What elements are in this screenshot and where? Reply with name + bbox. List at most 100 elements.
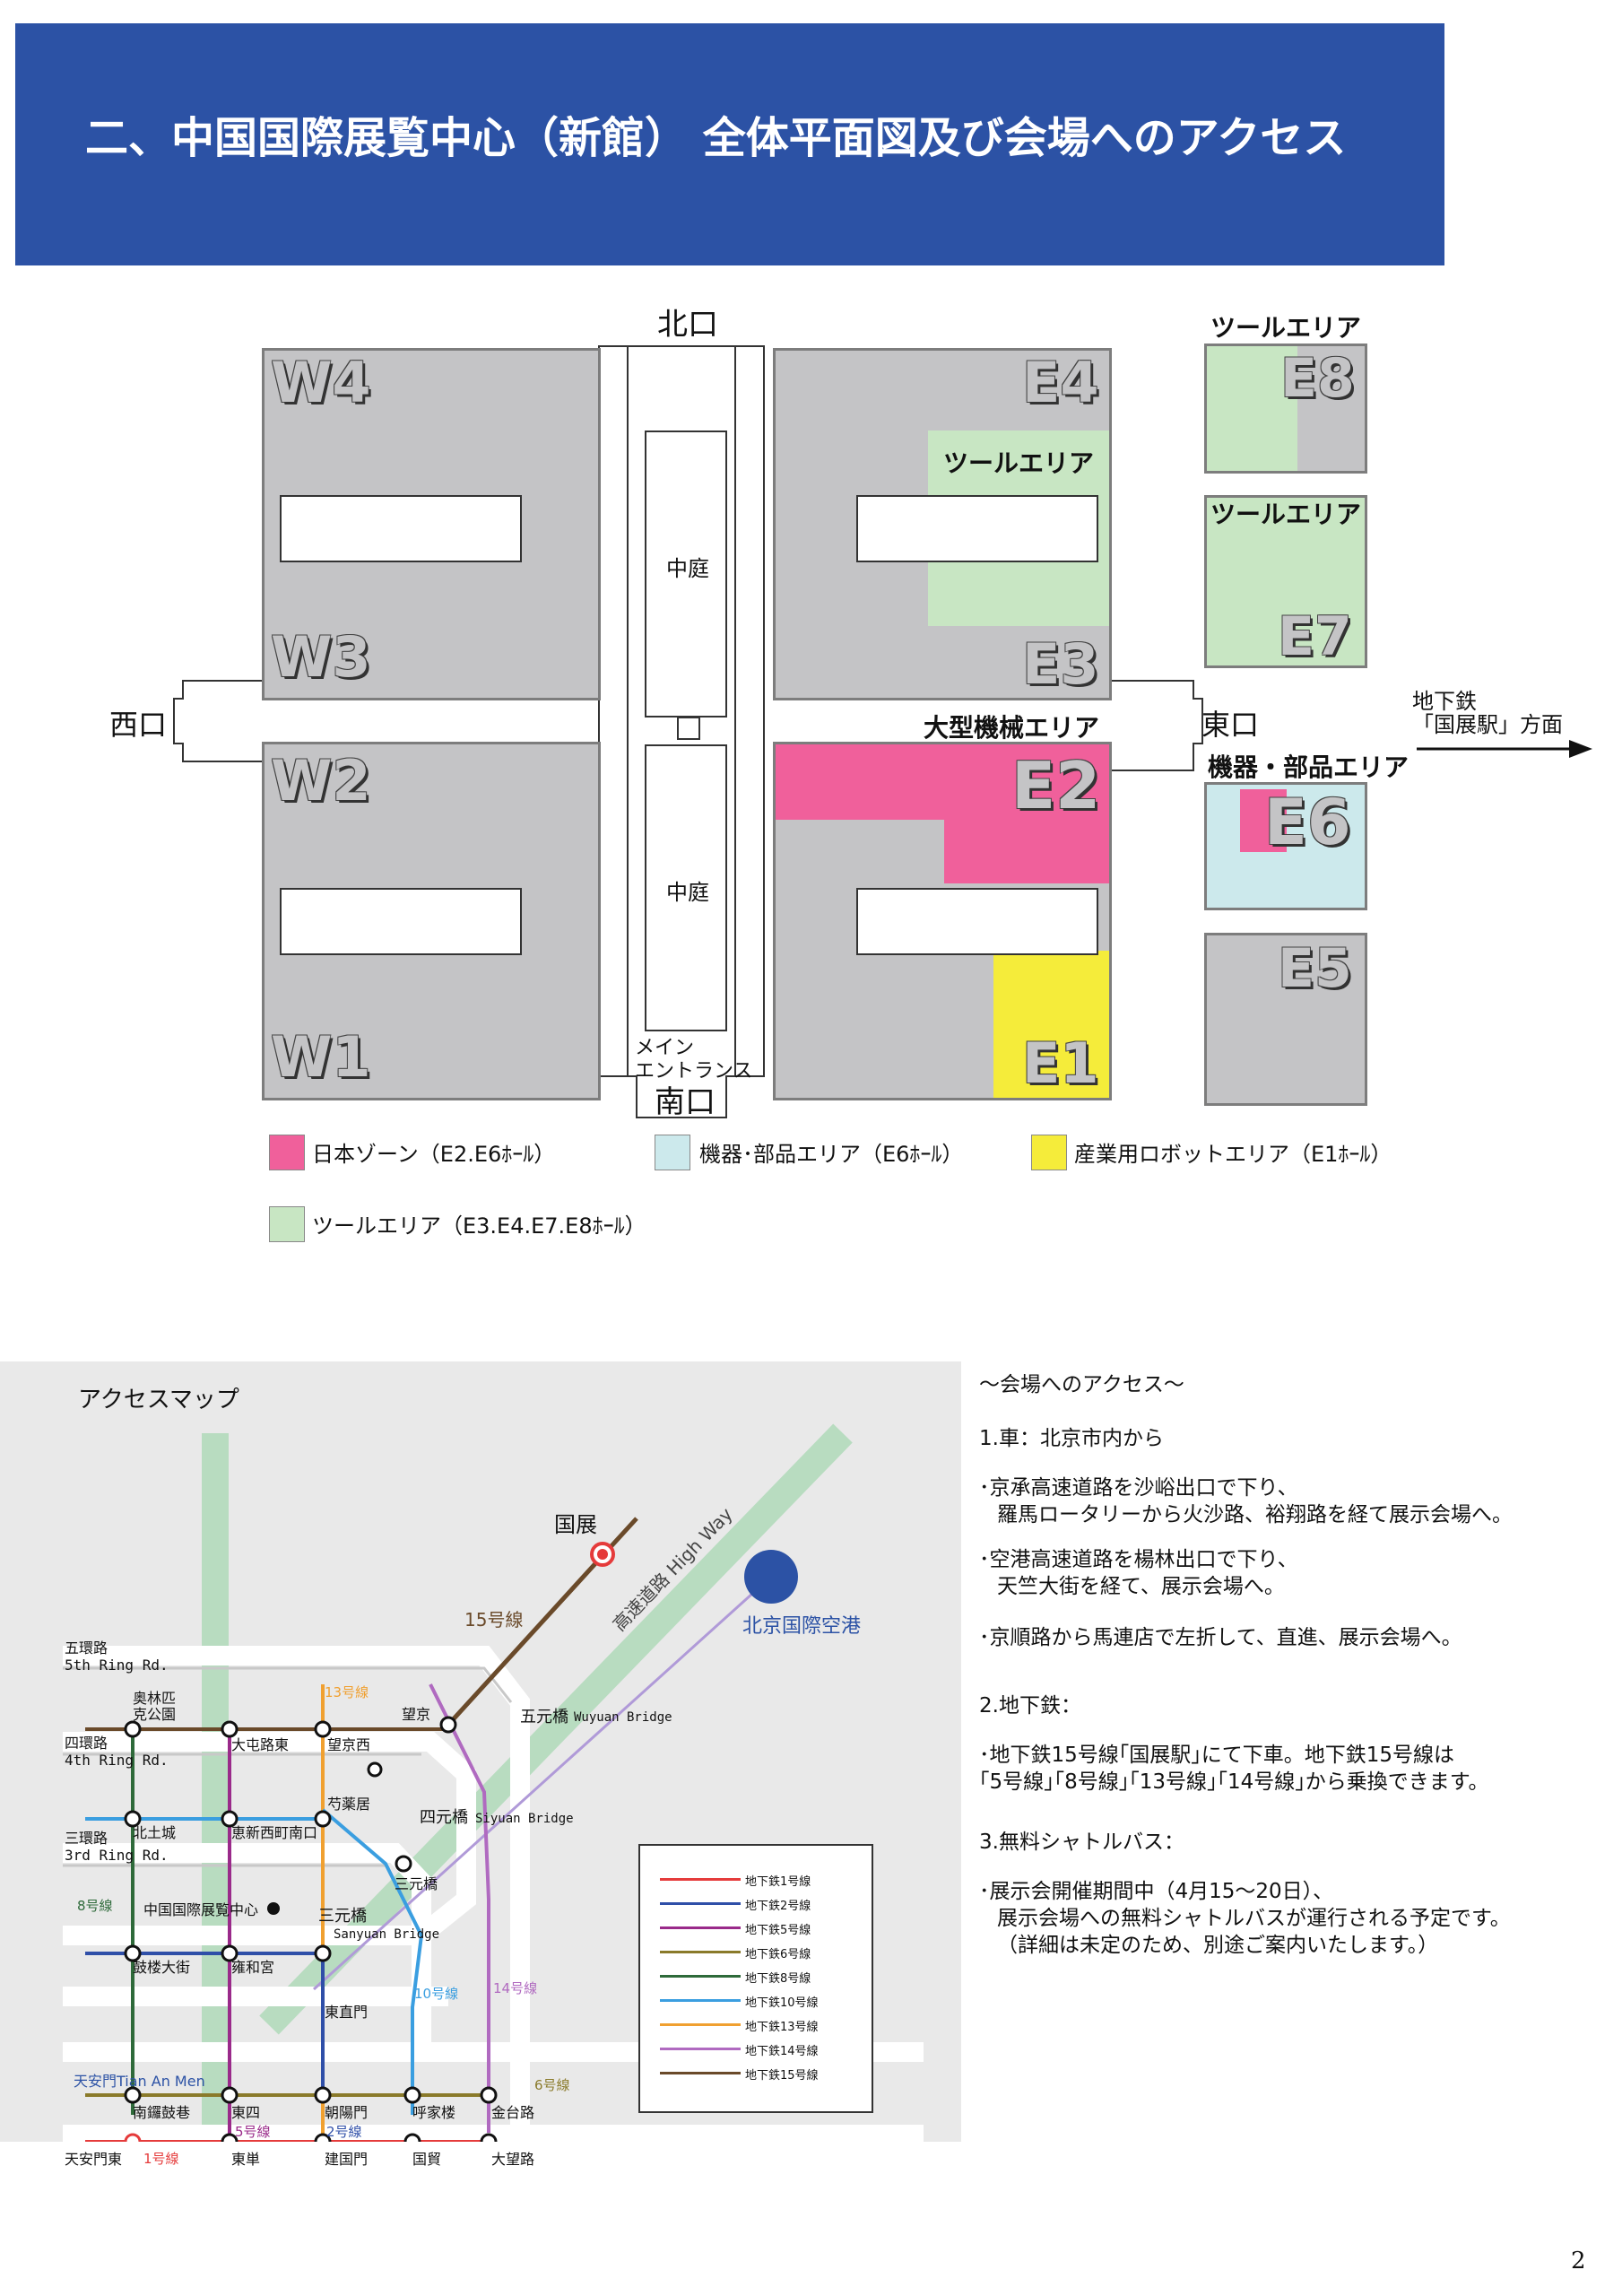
car-route-3: ･京順路から馬連店で左折して、直進、展示会場へ。 bbox=[979, 1626, 1462, 1649]
west-entrance-corridor bbox=[173, 680, 264, 762]
line-label-10: 10号線 bbox=[414, 1986, 459, 2002]
line-legend-row: 地下鉄15号線 bbox=[660, 2065, 857, 2083]
line-label-6: 6号線 bbox=[534, 2077, 570, 2093]
page-number: 2 bbox=[1571, 2248, 1586, 2274]
subway-line-legend: 地下鉄1号線地下鉄2号線地下鉄5号線地下鉄6号線地下鉄8号線地下鉄10号線地下鉄… bbox=[638, 1844, 873, 2113]
line-label-2: 2号線 bbox=[326, 2124, 362, 2140]
place-dongzhimen: 東直門 bbox=[325, 2004, 369, 2021]
hall-label-e1: E1 bbox=[1022, 1031, 1099, 1096]
place-siyuan: 四元橋 bbox=[420, 1808, 468, 1827]
line-legend-swatch bbox=[660, 2048, 741, 2050]
hall-w-south-void bbox=[280, 888, 522, 955]
south-entrance-label: 南口 bbox=[655, 1084, 716, 1120]
legend: 日本ゾーン（E2.E6ﾎｰﾙ） 機器･部品エリア（E6ﾎｰﾙ） 産業用ロボットエ… bbox=[0, 1126, 1622, 1251]
place-dongsi: 東四 bbox=[231, 2104, 261, 2121]
legend-swatch-japan bbox=[269, 1135, 305, 1170]
car-heading: 1.車：北京市内から bbox=[979, 1427, 1164, 1450]
legend-swatch-parts bbox=[655, 1135, 690, 1170]
bus-text-3: （詳細は未定のため、別途ご案内いたします。） bbox=[997, 1934, 1439, 1957]
subway-direction-label-1: 地下鉄 bbox=[1412, 689, 1477, 714]
line-label-15: 15号線 bbox=[464, 1609, 524, 1631]
line-legend-row: 地下鉄8号線 bbox=[660, 1968, 857, 1986]
line-label-5: 5号線 bbox=[235, 2124, 271, 2140]
legend-label-robot: 産業用ロボットエリア（E1ﾎｰﾙ） bbox=[1074, 1142, 1392, 1167]
access-info: ～会場へのアクセス～ 1.車：北京市内から ･京承高速道路を沙峪出口で下り、 羅… bbox=[979, 1372, 1607, 2000]
hall-label-w1: W1 bbox=[271, 1024, 371, 1090]
hall-e-south-void bbox=[856, 888, 1098, 955]
line-legend-label: 地下鉄5号線 bbox=[745, 1924, 811, 1937]
line-label-13: 13号線 bbox=[325, 1684, 369, 1700]
place-tiananmendong: 天安門東 bbox=[65, 2151, 123, 2168]
line-legend-label: 地下鉄15号線 bbox=[745, 2069, 819, 2083]
place-dongdan: 東単 bbox=[231, 2151, 261, 2168]
place-gulou: 鼓楼大街 bbox=[133, 1959, 191, 1976]
hall-label-e3: E3 bbox=[1022, 631, 1099, 697]
road-label-4th-cn: 四環路 bbox=[65, 1735, 108, 1752]
courtyard-north-label: 中庭 bbox=[666, 556, 709, 581]
bus-text-1: ･展示会開催期間中（4月15～20日）、 bbox=[979, 1880, 1334, 1903]
line-legend-label: 地下鉄8号線 bbox=[745, 1972, 811, 1986]
hall-label-e6: E6 bbox=[1264, 786, 1351, 859]
place-guozhan: 国展 bbox=[554, 1512, 597, 1537]
legend-swatch-robot bbox=[1031, 1135, 1067, 1170]
place-wangjing: 望京 bbox=[402, 1706, 431, 1723]
courtyard-south-label: 中庭 bbox=[666, 880, 709, 905]
car-route-1b: 羅馬ロータリーから火沙路、裕翔路を経て展示会場へ。 bbox=[997, 1503, 1513, 1526]
place-tiananmen: 天安門Tian An Men bbox=[74, 2073, 205, 2090]
bus-text-2: 展示会場への無料シャトルバスが運行される予定です。 bbox=[997, 1907, 1511, 1930]
place-airport: 北京国際空港 bbox=[742, 1615, 862, 1638]
place-dawanglu: 大望路 bbox=[491, 2151, 535, 2168]
legend-label-parts: 機器･部品エリア（E6ﾎｰﾙ） bbox=[699, 1142, 964, 1167]
subway-text-1: ･地下鉄15号線｢国展駅｣にて下車。地下鉄15号線は bbox=[979, 1744, 1455, 1767]
line-legend-swatch bbox=[660, 1999, 741, 2002]
access-map: アクセスマップ bbox=[0, 1361, 961, 2167]
place-guomao: 国貿 bbox=[412, 2151, 442, 2168]
floor-plan: 北口 中庭 中庭 メイン エントランス 南口 西口 東口 W4 W3 W2 W1… bbox=[109, 309, 1592, 1120]
place-jianguomen: 建国門 bbox=[325, 2151, 369, 2168]
main-entrance-label-1: メイン bbox=[635, 1037, 695, 1059]
hall-label-w4: W4 bbox=[271, 350, 371, 415]
west-entrance-label: 西口 bbox=[109, 708, 168, 742]
japan-zone-e2 bbox=[776, 744, 1109, 883]
hall-label-e2: E2 bbox=[1011, 748, 1101, 823]
place-wuyuan-en: Wuyuan Bridge bbox=[574, 1710, 672, 1725]
line-legend-row: 地下鉄1号線 bbox=[660, 1871, 857, 1889]
hall-label-w2: W2 bbox=[271, 748, 371, 813]
east-entrance-label: 東口 bbox=[1201, 708, 1260, 742]
tool-area-e8 bbox=[1207, 346, 1297, 471]
line-legend-label: 地下鉄1号線 bbox=[745, 1875, 811, 1889]
road-label-5th-cn: 五環路 bbox=[65, 1639, 108, 1657]
bus-heading: 3.無料シャトルバス： bbox=[979, 1831, 1184, 1854]
place-olympic-1: 奥林匹 bbox=[133, 1690, 177, 1707]
place-sanyuan-en: Sanyuan Bridge bbox=[334, 1927, 440, 1942]
direction-arrow-icon bbox=[1417, 740, 1592, 758]
subway-text-2: ｢5号線｣｢8号線｣｢13号線｣｢14号線｣から乗換できます。 bbox=[979, 1770, 1489, 1794]
road-label-3rd-en: 3rd Ring Rd. bbox=[65, 1847, 169, 1864]
line-legend-label: 地下鉄2号線 bbox=[745, 1900, 811, 1913]
parts-area-label: 機器・部品エリア bbox=[1208, 752, 1409, 782]
tool-area-label-e8: ツールエリア bbox=[1210, 313, 1362, 343]
line-legend-row: 地下鉄2号線 bbox=[660, 1895, 857, 1913]
road-label-5th-en: 5th Ring Rd. bbox=[65, 1657, 169, 1674]
place-nanluo: 南鑼鼓巷 bbox=[133, 2104, 191, 2121]
hall-label-e7: E7 bbox=[1278, 605, 1352, 668]
place-wuyuan: 五元橋 bbox=[520, 1708, 568, 1726]
place-chaoyangmen: 朝陽門 bbox=[325, 2104, 369, 2121]
line-legend-row: 地下鉄10号線 bbox=[660, 1992, 857, 2010]
access-map-title: アクセスマップ bbox=[78, 1387, 239, 1413]
page-title: 二、中国国際展覧中心（新館） 全体平面図及び会場へのアクセス bbox=[85, 113, 1347, 163]
place-center: 中国国際展覧中心 bbox=[143, 1901, 259, 1918]
place-wangjingxi: 望京西 bbox=[327, 1736, 371, 1753]
line-legend-label: 地下鉄13号線 bbox=[745, 2021, 819, 2034]
line-legend-swatch bbox=[660, 1975, 741, 1978]
car-route-1a: ･京承高速道路を沙峪出口で下り、 bbox=[979, 1476, 1298, 1500]
access-map-roads bbox=[63, 1423, 924, 2142]
line-legend-swatch bbox=[660, 2072, 741, 2074]
place-huixin: 恵新西町南口 bbox=[231, 1824, 318, 1841]
line-legend-swatch bbox=[660, 1926, 741, 1929]
hall-label-w3: W3 bbox=[271, 624, 371, 690]
place-yonghegong: 雍和宮 bbox=[231, 1959, 275, 1976]
line-legend-label: 地下鉄14号線 bbox=[745, 2045, 819, 2058]
place-sanyuan-bridge: 三元橋 bbox=[318, 1907, 367, 1926]
place-hujialou: 呼家楼 bbox=[412, 2104, 456, 2121]
